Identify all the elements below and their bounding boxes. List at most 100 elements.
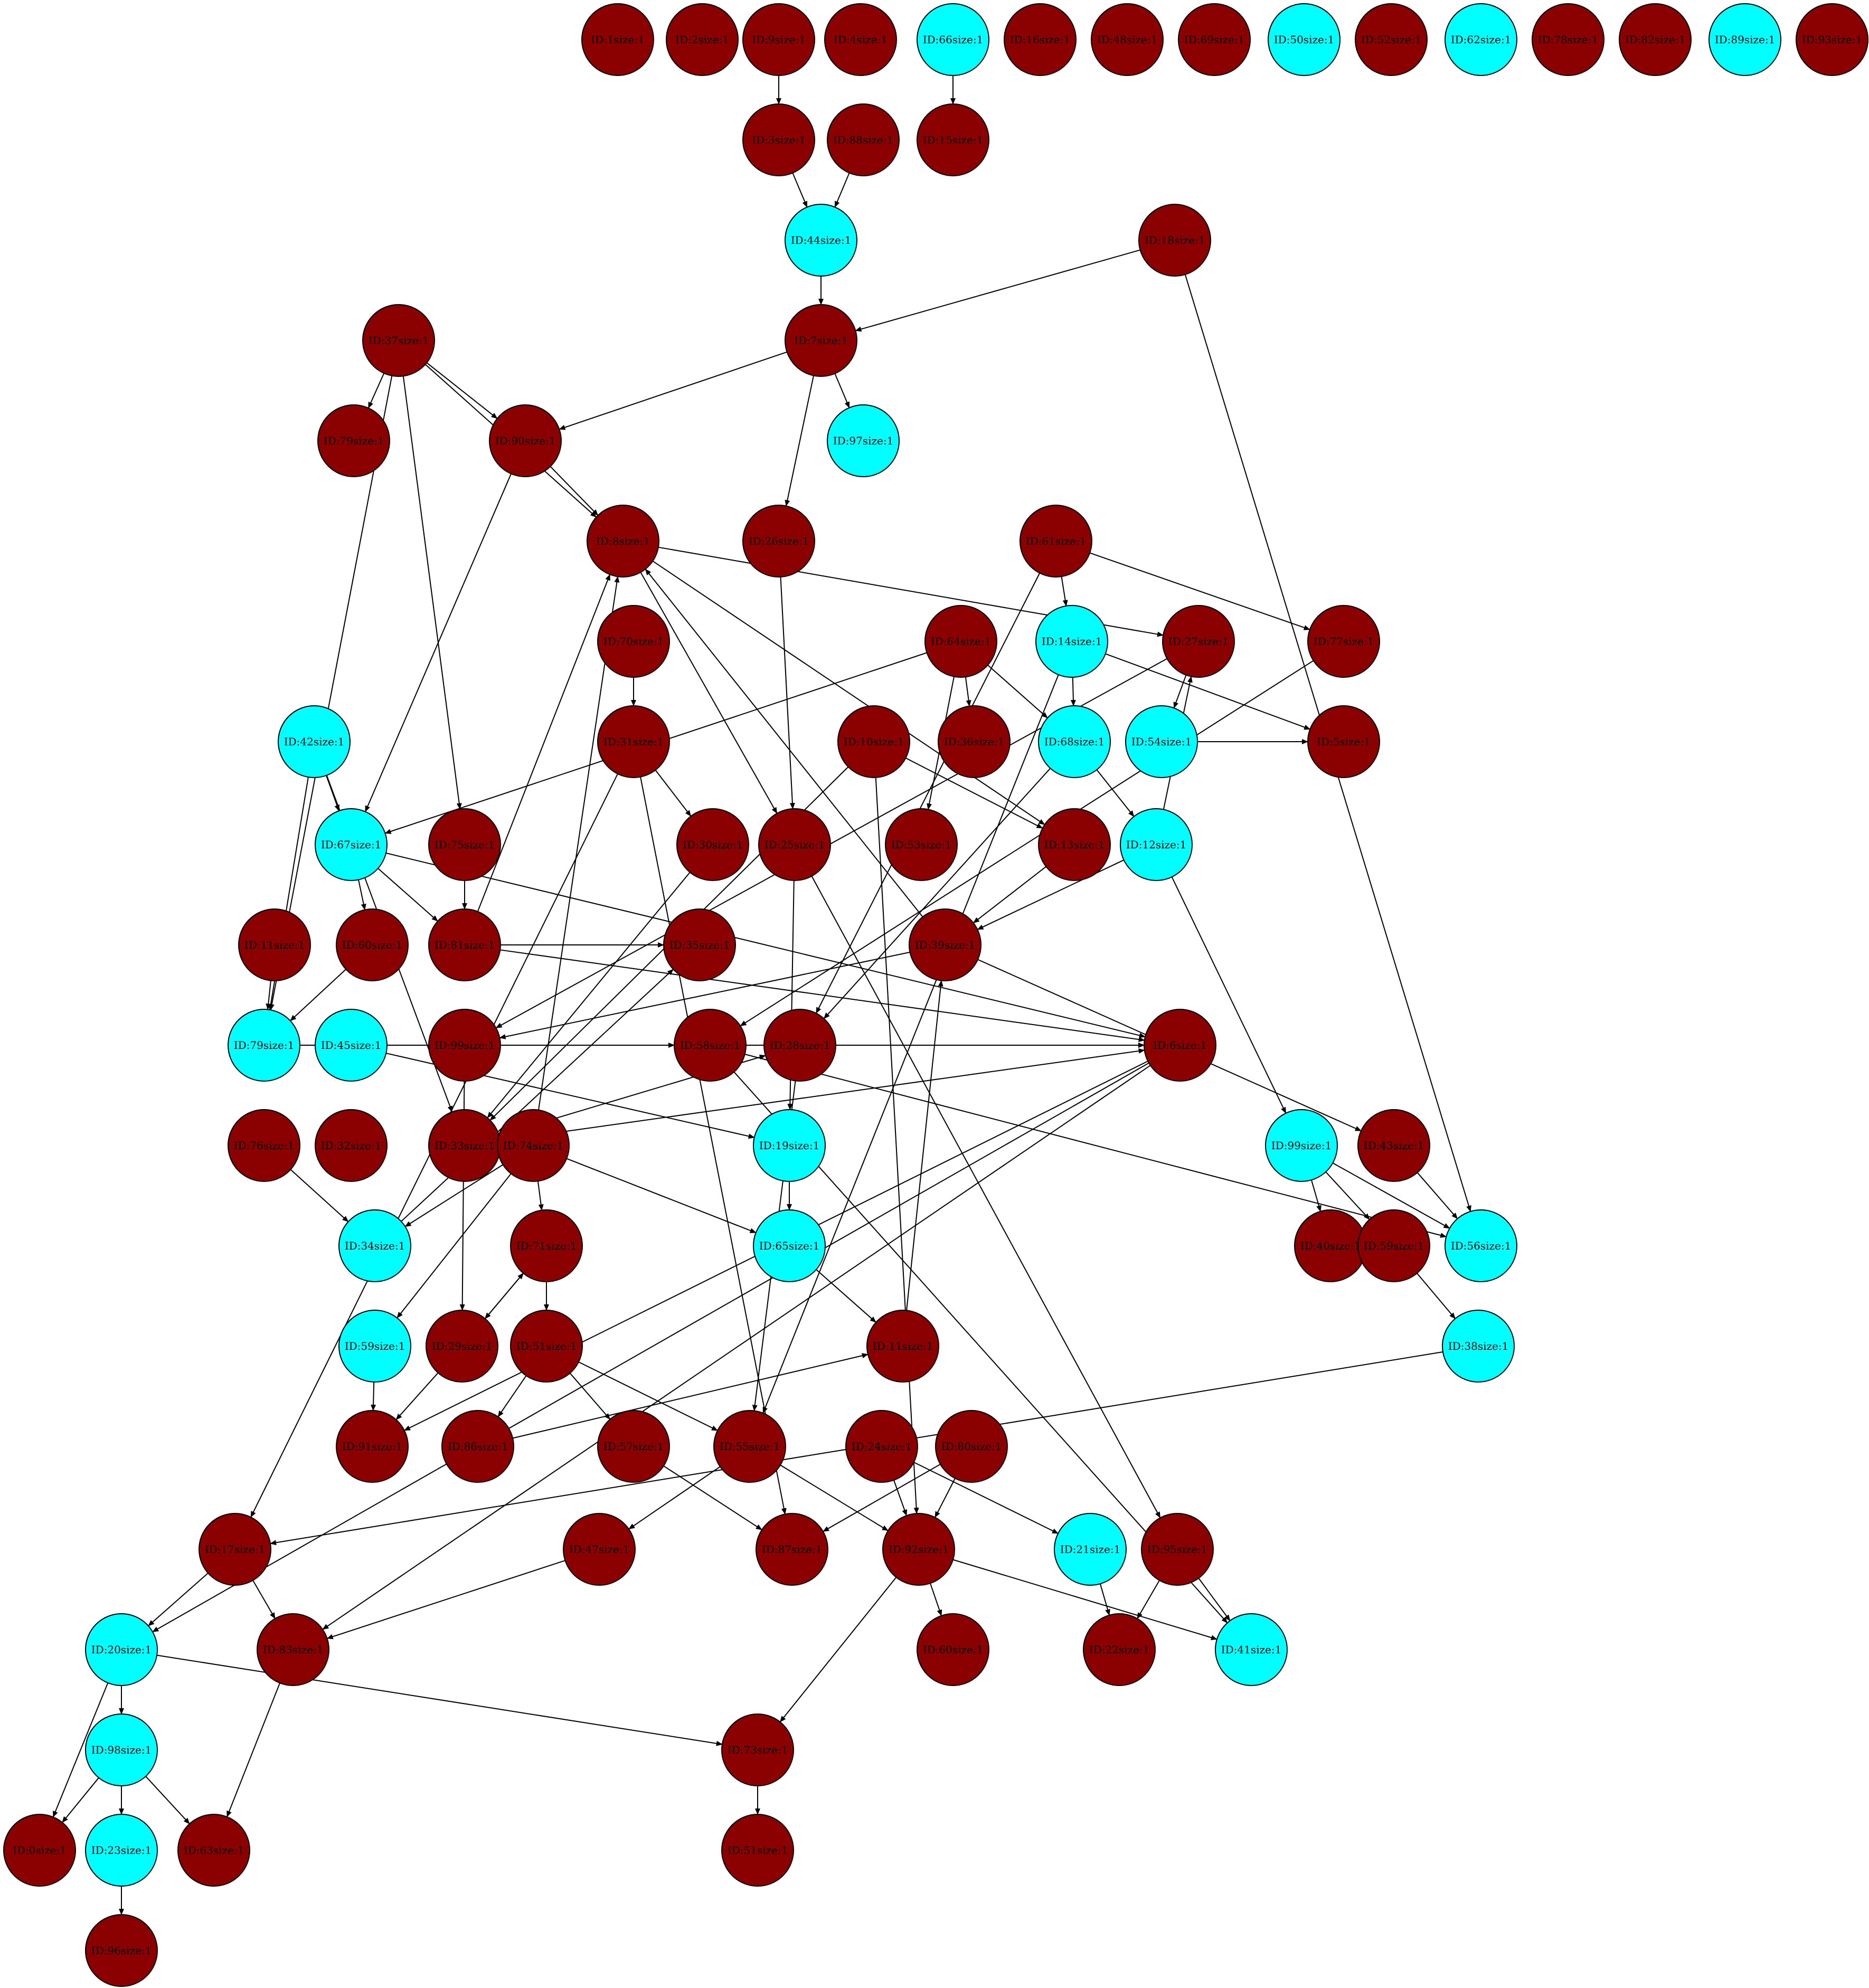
graph-node: ID:47size:1 [563,1513,636,1586]
node-label: ID:48size:1 [1097,33,1158,46]
edge-n12-to-n99l [1171,876,1287,1114]
graph-node: ID:66size:1 [917,3,989,76]
node-label: ID:73size:1 [728,1744,788,1756]
node-circle [753,1109,826,1182]
node-label: ID:74size:1 [503,1139,564,1152]
graph-node: ID:43size:1 [1357,1109,1430,1182]
edge-n74-to-n34 [404,1164,504,1227]
node-circle [721,1814,794,1887]
node-label: ID:18size:1 [1145,234,1205,247]
node-circle [1532,3,1604,76]
edge-n51-to-n55 [578,1361,718,1431]
node-circle [315,1009,388,1082]
node-label: ID:24size:1 [852,1440,912,1453]
node-label: ID:97size:1 [833,434,894,447]
node-label: ID:92size:1 [889,1543,949,1556]
node-label: ID:17size:1 [205,1543,266,1556]
node-label: ID:47size:1 [569,1543,630,1556]
graph-node: ID:17size:1 [199,1513,271,1586]
graph-node: ID:86size:1 [441,1410,514,1483]
node-circle [1357,1109,1430,1182]
node-label: ID:36size:1 [944,735,1005,748]
node-label: ID:43size:1 [1364,1139,1424,1152]
graph-node: ID:44size:1 [785,204,857,277]
node-label: ID:83size:1 [263,1643,324,1656]
node-circle [257,1613,329,1686]
graph-node: ID:29size:1 [426,1310,498,1383]
node-circle [785,304,857,377]
node-label: ID:0size:1 [13,1844,67,1857]
node-label: ID:51size:1 [728,1844,788,1857]
node-label: ID:69size:1 [1184,33,1245,46]
node-circle [1357,1209,1430,1282]
graph-node: ID:77size:1 [1307,605,1380,678]
node-label: ID:6size:1 [1153,1039,1207,1052]
graph-node: ID:50size:1 [1268,3,1341,76]
node-circle [85,1613,158,1686]
node-label: ID:40size:1 [1300,1239,1361,1252]
graph-node: ID:55size:1 [713,1410,786,1483]
graph-node: ID:52size:1 [1355,3,1428,76]
edge-n80-to-n87 [823,1463,941,1532]
edge-n64-to-n68 [987,665,1048,718]
edge-n37-to-n79b [367,373,385,409]
edge-n31-to-n30 [655,770,692,817]
graph-node: ID:38size:1 [1442,1310,1515,1383]
edge-n74-to-n71 [537,1181,544,1211]
edge-n6-to-n20 [152,1062,1149,1633]
node-label: ID:86size:1 [448,1440,508,1453]
edge-n68-to-n28 [823,768,1051,1019]
node-label: ID:54size:1 [1131,735,1192,748]
graph-node: ID:62size:1 [1445,3,1517,76]
node-circle [85,1914,158,1987]
node-label: ID:98size:1 [91,1744,152,1756]
graph-node: ID:2size:1 [666,3,739,76]
edge-n92-to-n41 [952,1559,1217,1640]
node-circle [1038,808,1111,881]
graph-node: ID:21size:1 [1054,1513,1127,1586]
graph-node: ID:41size:1 [1215,1613,1288,1686]
node-circle [177,1814,250,1887]
node-circle [1445,3,1517,76]
node-circle [909,908,981,981]
graph-node: ID:26size:1 [742,505,815,578]
edge-n7-to-n26 [785,375,814,507]
graph-node: ID:11size:1 [866,1310,939,1383]
edge-n74-to-n59 [397,1173,512,1319]
edge-n29-to-n91 [395,1372,439,1421]
edge-n60-to-n79 [290,969,346,1021]
node-label: ID:7size:1 [794,334,848,347]
edge-n51-to-n57 [569,1372,611,1420]
node-circle [497,1109,570,1182]
edge-n68-to-n12 [1096,769,1135,817]
graph-node: ID:6size:1 [1144,1009,1216,1082]
edge-n24-to-n21 [913,1462,1059,1534]
node-circle [1004,3,1077,76]
edge-n14-to-n55 [762,674,1059,1414]
graph-node: ID:0size:1 [3,1814,76,1887]
graph-node: ID:22size:1 [1083,1613,1156,1686]
node-circle [510,1209,583,1282]
graph-node: ID:91size:1 [336,1410,409,1483]
edge-n65-to-n1x [816,1269,876,1323]
edge-n88-to-n44 [834,173,850,208]
node-label: ID:76size:1 [234,1139,295,1152]
node-circle [1083,1613,1156,1686]
graph-node: ID:39size:1 [909,908,981,981]
node-label: ID:63size:1 [184,1844,244,1857]
node-circle [824,3,897,76]
node-circle [338,1310,411,1383]
node-label: ID:41size:1 [1221,1643,1282,1656]
node-label: ID:90size:1 [495,434,556,447]
edge-n30-to-n33 [487,872,691,1119]
node-label: ID:99size:1 [435,1039,495,1052]
node-circle [597,1410,670,1483]
graph-node: ID:93size:1 [1796,3,1868,76]
node-circle [917,3,989,76]
edge-n86-to-n1x [512,1353,869,1439]
node-circle [827,103,900,176]
node-label: ID:58size:1 [680,1039,741,1052]
edge-n12-to-n39 [977,859,1125,930]
node-circle [721,1714,794,1786]
